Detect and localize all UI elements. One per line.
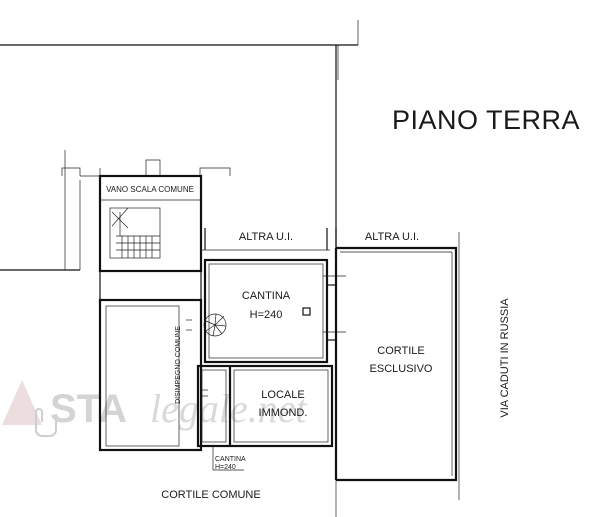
- watermark-text-bold: STA: [50, 387, 127, 431]
- courtyard: CORTILE ESCLUSIVO: [334, 232, 460, 500]
- stair-connection: [99, 249, 330, 300]
- other-unit-right-label: ALTRA U.I.: [365, 231, 419, 243]
- storage-block: LOCALE IMMOND. CANTINA H=240: [196, 364, 334, 471]
- top-building-outline: [0, 20, 359, 248]
- hand-cursor-icon: [35, 408, 57, 437]
- other-units: ALTRA U.I. ALTRA U.I.: [204, 228, 419, 250]
- watermark: STA legale.net: [2, 380, 307, 437]
- small-cellar-height-label: H=240: [215, 464, 236, 471]
- small-cellar-label: CANTINA: [215, 456, 246, 463]
- other-unit-left-label: ALTRA U.I.: [239, 231, 293, 243]
- plan-title: PIANO TERRA: [392, 105, 580, 135]
- stairwell: VANO SCALA COMUNE: [61, 159, 231, 273]
- courtyard-label-line1: CORTILE: [377, 345, 424, 357]
- storage-label-line2: IMMOND.: [259, 407, 308, 419]
- storage-label-line1: LOCALE: [261, 389, 304, 401]
- courtyard-label-line2: ESCLUSIVO: [370, 363, 433, 375]
- street-label: VIA CADUTI IN RUSSIA: [499, 298, 511, 418]
- watermark-text: legale.net: [150, 386, 307, 431]
- cellar-label: CANTINA: [242, 290, 291, 302]
- hallway: DISIMPEGNO COMUNE: [98, 298, 203, 452]
- cellar: CANTINA H=240: [203, 258, 346, 364]
- left-building-outline: [0, 150, 81, 271]
- cellar-height-label: H=240: [250, 309, 283, 321]
- common-courtyard-label: CORTILE COMUNE: [161, 489, 260, 501]
- stairwell-label: VANO SCALA COMUNE: [106, 185, 194, 194]
- common-courtyard: CORTILE COMUNE: [161, 480, 337, 517]
- watermark-logo-icon: [2, 380, 42, 425]
- hallway-label: DISIMPEGNO COMUNE: [175, 326, 182, 404]
